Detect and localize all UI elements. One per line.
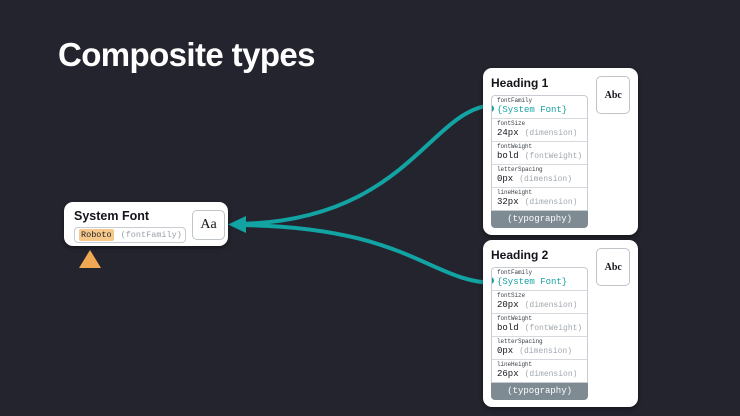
edge-heading2-to-system-font [234, 223, 498, 285]
property-value: bold [497, 151, 519, 161]
property-value: {System Font} [497, 277, 568, 287]
property-value: 20px [497, 300, 519, 310]
edge-heading1-to-system-font [234, 103, 498, 226]
property-name: fontWeight [497, 143, 533, 150]
property-value: 0px [497, 346, 514, 356]
property-name: fontSize [497, 292, 526, 299]
font-family-value: Roboto [79, 229, 114, 241]
property-type: (dimension) [519, 175, 573, 184]
property-type: (fontWeight) [524, 152, 583, 161]
property-value: 26px [497, 369, 519, 379]
property-row[interactable]: fontFamily {System Font} [492, 268, 587, 290]
edge-arrowhead-icon [228, 216, 246, 233]
font-family-type-hint: (fontFamily) [120, 230, 182, 240]
font-preview-chip: Aa [192, 210, 225, 240]
property-type: (dimension) [524, 301, 578, 310]
node-body: System Font Roboto (fontFamily) [74, 209, 192, 243]
card-type-footer: (typography) [491, 383, 589, 400]
property-name: lineHeight [497, 361, 533, 368]
node-system-font[interactable]: System Font Roboto (fontFamily) Aa [64, 202, 228, 246]
page-title: Composite types [58, 36, 315, 73]
node-body: Heading 2 fontFamily {System Font} fontS… [491, 248, 589, 400]
property-row[interactable]: letterSpacing 0px (dimension) [492, 336, 588, 359]
property-name: fontFamily [497, 269, 533, 276]
node-title: Heading 2 [491, 248, 549, 262]
property-value: 24px [497, 128, 519, 138]
property-value: {System Font} [497, 105, 568, 115]
property-name: lineHeight [497, 189, 533, 196]
link-dot-icon[interactable] [492, 105, 494, 112]
property-row[interactable]: fontFamily {System Font} [492, 96, 587, 118]
property-row[interactable]: lineHeight 32px (dimension) [492, 187, 588, 210]
text-preview-chip: Abc [596, 248, 631, 286]
property-row[interactable]: letterSpacing 0px (dimension) [492, 164, 588, 187]
node-title: Heading 1 [491, 76, 549, 90]
property-row[interactable]: fontSize 24px (dimension) [492, 118, 588, 141]
warning-triangle-icon [79, 250, 101, 268]
link-dot-icon[interactable] [492, 277, 494, 284]
property-type: (dimension) [524, 370, 578, 379]
property-type: (fontWeight) [524, 324, 583, 333]
property-row[interactable]: fontSize 20px (dimension) [492, 290, 588, 313]
property-list: fontFamily {System Font} fontSize 24px (… [491, 95, 589, 211]
property-type: (dimension) [519, 347, 573, 356]
text-preview-chip: Abc [596, 76, 631, 114]
node-heading-1[interactable]: Heading 1 fontFamily {System Font} fontS… [483, 68, 638, 235]
property-name: fontFamily [497, 97, 533, 104]
property-list: fontFamily {System Font} fontSize 20px (… [491, 267, 589, 383]
font-family-value-row[interactable]: Roboto (fontFamily) [74, 227, 186, 243]
node-heading-2[interactable]: Heading 2 fontFamily {System Font} fontS… [483, 240, 638, 407]
property-value: bold [497, 323, 519, 333]
property-name: fontWeight [497, 315, 533, 322]
property-name: letterSpacing [497, 166, 543, 173]
node-title: System Font [74, 209, 150, 223]
property-name: fontSize [497, 120, 526, 127]
property-row[interactable]: fontWeight bold (fontWeight) [492, 313, 588, 336]
property-type: (dimension) [524, 198, 578, 207]
property-value: 0px [497, 174, 514, 184]
property-row[interactable]: fontWeight bold (fontWeight) [492, 141, 588, 164]
property-value: 32px [497, 197, 519, 207]
property-name: letterSpacing [497, 338, 543, 345]
node-body: Heading 1 fontFamily {System Font} fontS… [491, 76, 589, 228]
property-type: (dimension) [524, 129, 578, 138]
card-type-footer: (typography) [491, 211, 589, 228]
property-row[interactable]: lineHeight 26px (dimension) [492, 359, 588, 382]
